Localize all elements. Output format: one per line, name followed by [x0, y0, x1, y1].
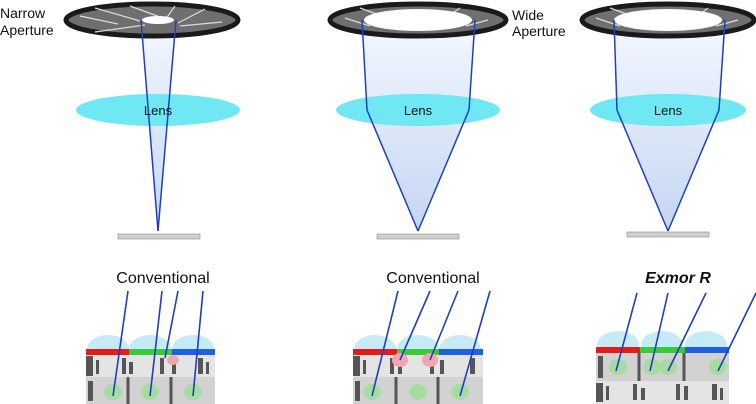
wiring-layer [596, 381, 729, 404]
ray [717, 292, 756, 372]
ray [399, 290, 431, 361]
ray [649, 292, 669, 372]
optics-wide-conventional: Lens [327, 1, 509, 240]
ray [417, 19, 476, 232]
sensor-conventional-wide [353, 290, 491, 404]
wide-aperture-label-line1: Wide [512, 7, 544, 23]
light-leak [167, 355, 179, 365]
narrow-aperture-label-line1: Narrow [0, 5, 46, 21]
ray [371, 290, 399, 397]
filter-blue [172, 349, 215, 355]
optics-narrow: Lens Narrow Aperture [0, 1, 241, 240]
aperture-diaphragm [579, 1, 756, 39]
ray [613, 19, 669, 232]
photodiode [451, 384, 469, 400]
aperture-diaphragm [327, 1, 509, 39]
photodiode [363, 384, 381, 400]
lens-label: Lens [404, 103, 433, 118]
filter-blue [685, 347, 729, 353]
filter-red [86, 349, 129, 355]
ray [429, 290, 459, 361]
lens-label: Lens [144, 103, 173, 118]
ray [140, 19, 159, 232]
sensor-exmor-r [596, 292, 756, 404]
ray [149, 290, 163, 397]
ray [667, 19, 726, 232]
photodiode [409, 384, 427, 400]
photodiode [609, 359, 627, 375]
lens [336, 94, 500, 126]
photodiode [659, 359, 677, 375]
sensor-conventional-narrow [86, 290, 215, 404]
aperture-diaphragm [63, 1, 241, 39]
image-sensor [376, 233, 460, 240]
conventional-label-middle: Conventional [386, 270, 479, 287]
lens [76, 94, 240, 126]
ray [667, 292, 707, 372]
lens [590, 94, 746, 126]
lens-label: Lens [654, 103, 683, 118]
ray [615, 292, 638, 372]
ray [157, 19, 177, 232]
wide-aperture-label-line2: Aperture [512, 23, 566, 39]
ray [361, 19, 419, 232]
ray [459, 290, 491, 397]
filter-green [129, 349, 172, 355]
photodiode [709, 359, 727, 375]
filter-blue [439, 349, 483, 355]
filter-green [640, 347, 685, 353]
ray [192, 290, 204, 397]
filter-green [397, 349, 439, 355]
conventional-label-left: Conventional [116, 270, 209, 287]
wiring-layer [353, 355, 483, 377]
photodiode [643, 359, 661, 375]
image-sensor [117, 233, 201, 240]
optics-wide-exmor: Lens Wide Aperture [512, 1, 756, 238]
ray [164, 290, 179, 359]
filter-red [353, 349, 397, 355]
filter-red [596, 347, 640, 353]
ray [112, 290, 129, 397]
exmor-r-label: Exmor R [645, 270, 711, 287]
image-sensor [626, 231, 710, 238]
narrow-aperture-label-line2: Aperture [0, 22, 54, 38]
